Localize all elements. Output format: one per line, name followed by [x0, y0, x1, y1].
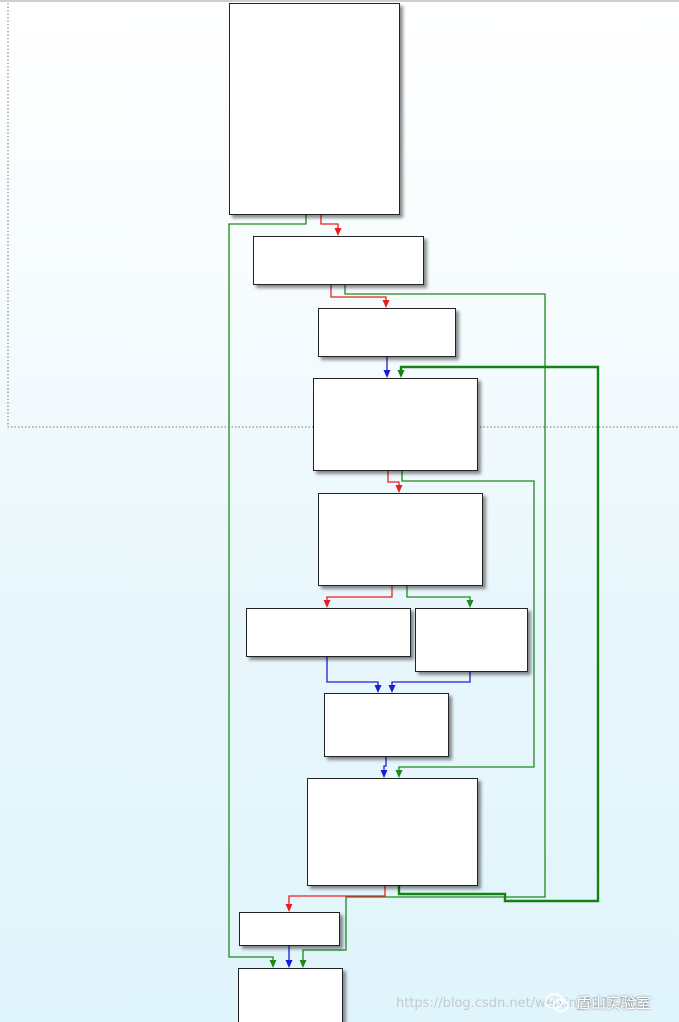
edge-b8-b9: [380, 756, 388, 778]
arrowhead-icon: [334, 228, 342, 236]
arrowhead-icon: [380, 770, 388, 778]
edges-layer: [228, 214, 600, 968]
basic-block-b6[interactable]: [246, 608, 411, 657]
edge-line: [302, 284, 546, 962]
basic-block-b5[interactable]: [318, 493, 483, 586]
edge-line: [397, 365, 600, 903]
basic-block-b3[interactable]: [318, 308, 456, 357]
edge-b4-b5: [387, 470, 403, 493]
wechat-logo-icon: [544, 993, 569, 1013]
edge-b1-b11: [228, 214, 307, 968]
edge-line: [406, 585, 471, 602]
edge-line: [228, 214, 307, 962]
edge-line: [326, 656, 379, 687]
arrowhead-icon: [382, 300, 390, 308]
edge-line: [330, 284, 387, 302]
basic-block-b4[interactable]: [313, 378, 478, 471]
edge-b7-b8: [388, 671, 471, 693]
basic-block-b11[interactable]: [238, 968, 343, 1022]
overview-viewport-outline: [7, 3, 679, 428]
edge-b2-b3: [330, 284, 390, 308]
arrowhead-icon: [269, 960, 277, 968]
edge-b4-b9: [395, 470, 535, 778]
edge-b9-b10: [285, 885, 386, 912]
watermark: https://blog.csdn.net/weixin_45377912 盾山…: [396, 992, 676, 1018]
arrowhead-icon: [285, 904, 293, 912]
edge-line: [391, 671, 471, 687]
basic-block-b10[interactable]: [239, 912, 340, 946]
blocks-layer: [229, 3, 528, 1022]
arrowhead-icon: [299, 960, 307, 968]
edge-line: [387, 470, 400, 487]
edge-line: [320, 214, 339, 230]
arrowhead-icon: [395, 485, 403, 493]
edge-line: [326, 585, 393, 602]
arrowhead-icon: [285, 960, 293, 968]
arrowhead-icon: [397, 370, 405, 378]
basic-block-b7[interactable]: [415, 608, 528, 672]
edge-line: [383, 756, 387, 772]
edge-b10-b11: [285, 945, 293, 968]
edge-b6-b8: [326, 656, 382, 693]
watermark-name: 盾山实验室: [576, 994, 652, 1012]
edge-b1-b2: [320, 214, 342, 236]
edge-b5-b6: [323, 585, 393, 608]
arrowhead-icon: [383, 370, 391, 378]
arrowhead-icon: [466, 600, 474, 608]
arrowhead-icon: [374, 685, 382, 693]
edge-b5-b7: [406, 585, 474, 608]
edge-b3-b4: [383, 356, 391, 378]
edge-line: [288, 885, 386, 906]
arrowhead-icon: [323, 600, 331, 608]
basic-block-b8[interactable]: [324, 693, 449, 757]
basic-block-b2[interactable]: [253, 236, 424, 285]
edge-b9-b4-loop-back: [397, 365, 600, 903]
edge-b2-b11: [299, 284, 546, 968]
arrowhead-icon: [395, 770, 403, 778]
basic-block-b1[interactable]: [229, 3, 400, 215]
watermark-url: https://blog.csdn.net/weixin_45377912: [396, 996, 650, 1011]
arrowhead-icon: [388, 685, 396, 693]
edge-line: [398, 470, 535, 772]
basic-block-b9[interactable]: [307, 778, 478, 886]
